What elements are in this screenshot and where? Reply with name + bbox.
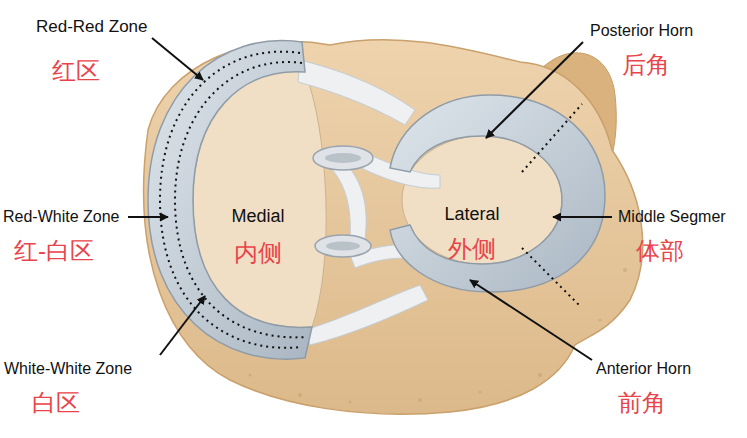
chinese-label: 外侧 bbox=[448, 236, 496, 262]
ligament-cut bbox=[315, 235, 371, 257]
chinese-label: 内侧 bbox=[234, 240, 282, 266]
chinese-label: 前角 bbox=[618, 390, 666, 416]
ligament-cut bbox=[313, 146, 373, 170]
chinese-label: 后角 bbox=[622, 52, 670, 78]
ligament-cut-core bbox=[326, 242, 360, 251]
ligaments bbox=[298, 60, 440, 345]
medial-meniscus bbox=[148, 41, 312, 360]
part-label: Posterior Horn bbox=[590, 22, 693, 40]
part-label: Middle Segmer bbox=[618, 208, 726, 226]
part-label: Anterior Horn bbox=[596, 360, 691, 378]
zone-boundaries bbox=[160, 52, 306, 348]
part-label: White-White Zone bbox=[4, 360, 132, 378]
lateral-meniscus bbox=[390, 95, 605, 292]
segment-dividers bbox=[522, 104, 582, 306]
part-label: Lateral bbox=[444, 205, 499, 225]
leader-arrows bbox=[128, 38, 612, 360]
lateral-plateau bbox=[402, 136, 562, 264]
ligament-cut-core bbox=[325, 153, 361, 163]
chinese-label: 白区 bbox=[32, 390, 80, 416]
tibial-plateau bbox=[144, 40, 643, 415]
part-label: Red-White Zone bbox=[3, 208, 120, 226]
chinese-label: 体部 bbox=[636, 238, 684, 264]
part-label: Medial bbox=[231, 207, 284, 227]
chinese-label: 红-白区 bbox=[14, 238, 94, 264]
part-label: Red-Red Zone bbox=[36, 18, 148, 37]
chinese-label: 红区 bbox=[52, 58, 100, 84]
